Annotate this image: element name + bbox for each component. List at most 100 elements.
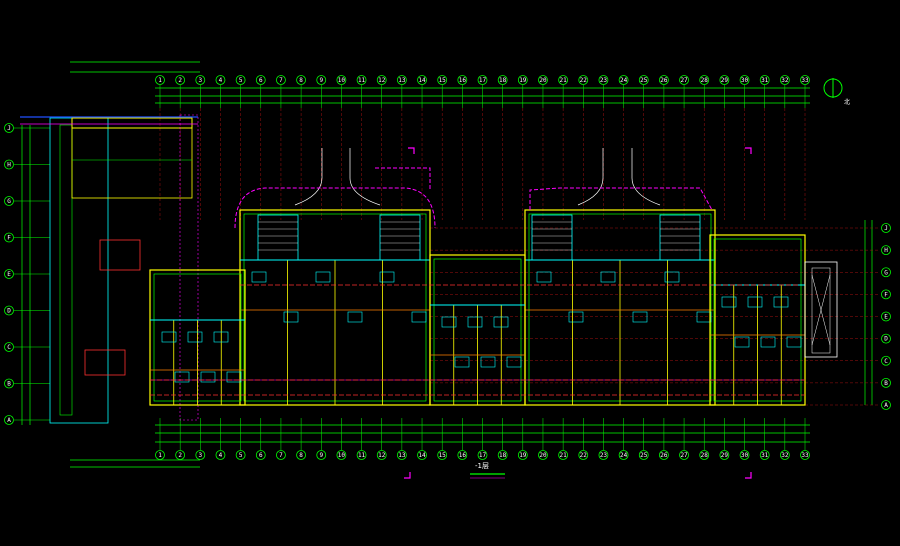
bottom-axis-25: 25 — [638, 450, 649, 460]
stair-core — [531, 214, 573, 261]
right-axis-C: C — [881, 355, 891, 366]
bottom-axis-3-label: 3 — [199, 452, 203, 459]
bottom-axis-15-label: 15 — [439, 452, 447, 459]
bottom-axis-26-label: 26 — [660, 452, 668, 459]
bottom-axis-1: 1 — [155, 450, 165, 460]
left-axis-F: F — [4, 232, 14, 243]
top-axis-24-label: 24 — [620, 77, 628, 84]
dimension-frames — [21, 61, 873, 468]
top-axis-16-label: 16 — [459, 77, 467, 84]
bottom-axis-33: 33 — [800, 450, 810, 460]
top-axis-2: 2 — [175, 75, 186, 85]
bottom-axis-2-label: 2 — [178, 452, 182, 459]
left-axis-F-label: F — [7, 235, 11, 242]
bottom-axis-18: 18 — [497, 450, 508, 460]
bottom-axis-6-label: 6 — [259, 452, 263, 459]
bottom-axis-22-label: 22 — [580, 452, 588, 459]
right-axis-F-label: F — [884, 291, 888, 298]
left-axis-D: D — [4, 305, 14, 316]
bottom-axis-28: 28 — [699, 450, 710, 460]
top-axis-22: 22 — [578, 75, 589, 85]
top-axis-10: 10 — [336, 75, 347, 85]
drawing-title-text: -1层 — [475, 462, 489, 470]
bottom-axis-31-label: 31 — [761, 452, 769, 459]
entrance-canopies — [294, 148, 661, 206]
building-blocks — [149, 209, 806, 406]
bottom-axis-23: 23 — [598, 450, 609, 460]
top-axis-31: 31 — [759, 75, 770, 85]
top-axis-6-label: 6 — [259, 77, 263, 84]
bottom-axis-18-label: 18 — [499, 452, 507, 459]
top-axis-30-label: 30 — [741, 77, 749, 84]
bottom-axis-19-label: 19 — [519, 452, 527, 459]
bottom-axis-21: 21 — [558, 450, 569, 460]
bottom-axis-3: 3 — [195, 450, 206, 460]
top-axis-10-label: 10 — [338, 77, 346, 84]
right-axis-G-label: G — [884, 269, 888, 276]
top-axis-32-label: 32 — [781, 77, 789, 84]
top-axis-15: 15 — [437, 75, 448, 85]
top-axis-3-label: 3 — [199, 77, 203, 84]
top-axis-33-label: 33 — [801, 77, 809, 84]
bottom-axis-4: 4 — [215, 450, 226, 460]
top-axis-22-label: 22 — [580, 77, 588, 84]
bottom-axis-21-label: 21 — [560, 452, 568, 459]
right-axis-J-label: J — [884, 225, 888, 232]
north-arrow-icon: 北 — [823, 78, 850, 106]
right-axis-G: G — [881, 267, 891, 278]
bottom-axis-32-label: 32 — [781, 452, 789, 459]
axis-grid-lines — [159, 108, 880, 406]
apartment-unit — [709, 234, 806, 406]
bottom-axis-5-label: 5 — [239, 452, 243, 459]
top-axis-12-label: 12 — [378, 77, 386, 84]
bottom-axis-27: 27 — [679, 450, 689, 460]
left-axis-E-label: E — [7, 271, 11, 278]
bottom-axis-1-label: 1 — [158, 452, 162, 459]
bottom-axis-12: 12 — [376, 450, 387, 460]
left-axis-H: H — [4, 159, 14, 170]
right-axis-A-label: A — [884, 402, 888, 409]
top-axis-27: 27 — [679, 75, 689, 85]
bottom-axis-19: 19 — [517, 450, 528, 460]
bottom-axis-12-label: 12 — [378, 452, 386, 459]
bottom-axis-29: 29 — [719, 450, 730, 460]
bottom-axis-11-label: 11 — [358, 452, 366, 459]
top-axis-7: 7 — [276, 75, 286, 85]
left-axis-J: J — [4, 123, 14, 133]
top-axis-13-label: 13 — [398, 77, 406, 84]
magenta-outlines — [234, 167, 713, 229]
left-axis-D-label: D — [7, 308, 11, 315]
top-axis-25: 25 — [638, 75, 649, 85]
top-axis-12: 12 — [376, 75, 387, 85]
apartment-unit — [149, 269, 246, 406]
top-axis-7-label: 7 — [279, 77, 283, 84]
top-axis-1: 1 — [155, 75, 165, 85]
top-axis-4: 4 — [215, 75, 226, 85]
bottom-axis-14-label: 14 — [418, 452, 426, 459]
bottom-axis-24-label: 24 — [620, 452, 628, 459]
left-corridor — [20, 114, 199, 424]
bottom-axis-32: 32 — [779, 450, 790, 460]
top-axis-11-label: 11 — [358, 77, 366, 84]
top-axis-8: 8 — [296, 75, 306, 85]
top-axis-27-label: 27 — [680, 77, 688, 84]
apartment-unit — [429, 254, 526, 406]
bottom-axis-16-label: 16 — [459, 452, 467, 459]
apartment-unit — [239, 209, 431, 406]
top-axis-9: 9 — [316, 75, 327, 85]
bottom-axis-17-label: 17 — [479, 452, 487, 459]
top-axis-17: 17 — [477, 75, 488, 85]
bottom-axis-2: 2 — [175, 450, 186, 460]
top-axis-9-label: 9 — [319, 77, 323, 84]
top-axis-29-label: 29 — [721, 77, 729, 84]
top-axis-28-label: 28 — [701, 77, 709, 84]
top-axis-26-label: 26 — [660, 77, 668, 84]
left-axis-B: B — [4, 378, 14, 389]
north-label: 北 — [844, 98, 850, 106]
top-axis-4-label: 4 — [219, 77, 223, 84]
left-axis-H-label: H — [7, 162, 11, 169]
right-axis-J: J — [881, 223, 891, 233]
left-axis-C: C — [4, 342, 14, 352]
